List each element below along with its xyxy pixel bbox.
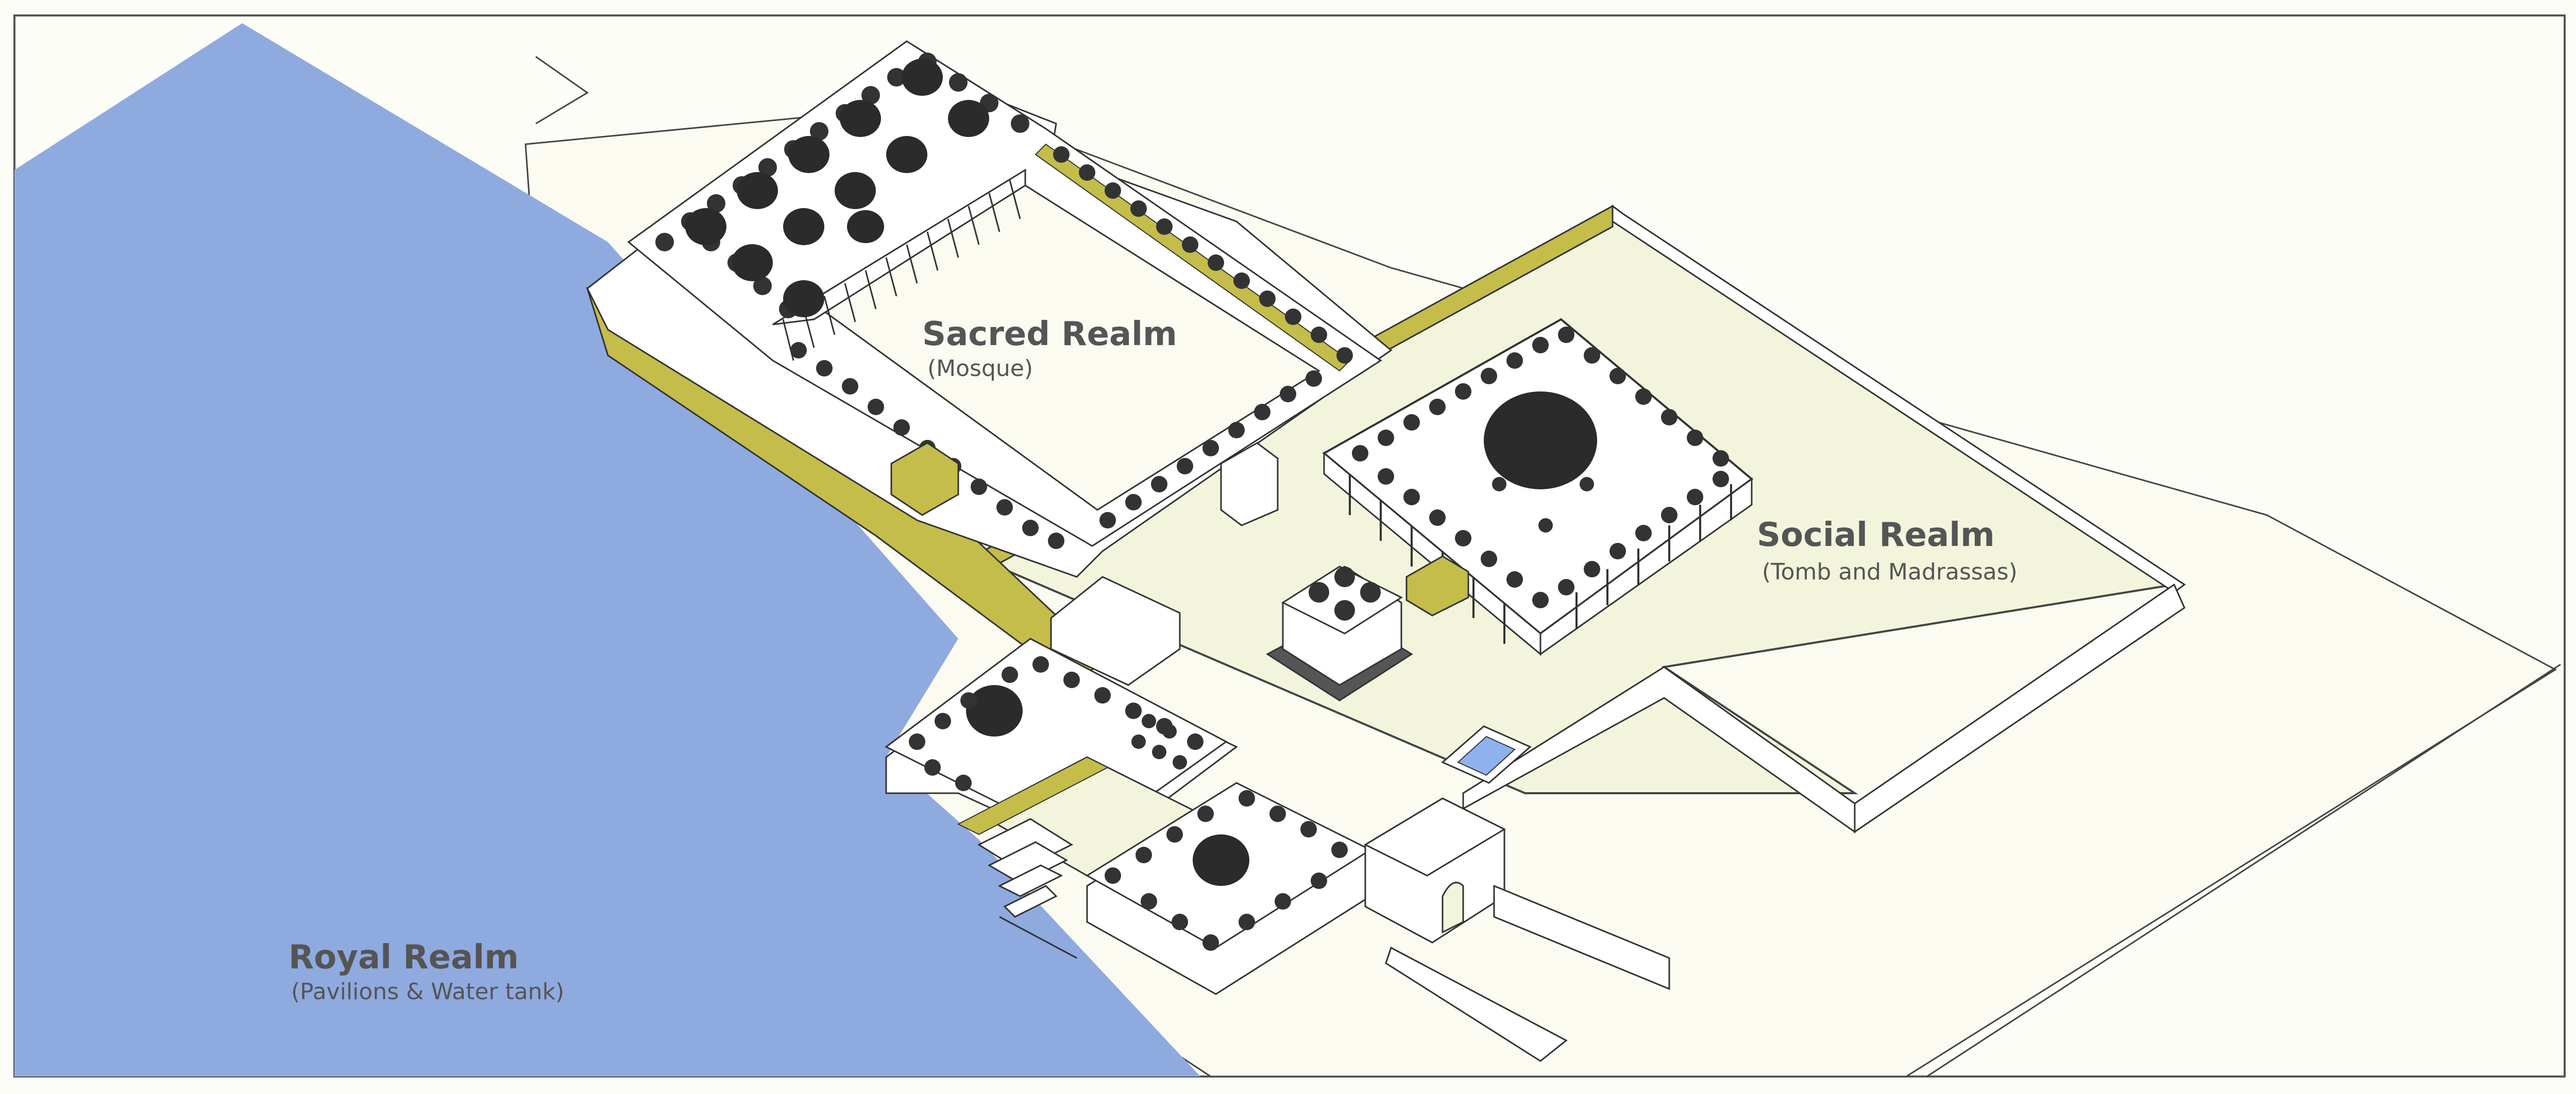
kiosk-roof-trees — [1309, 567, 1381, 621]
mosque-gallery-band-east — [1035, 143, 1351, 372]
royal-pavilion-south-trees — [1105, 790, 1348, 951]
platform-corner-mark — [535, 56, 589, 125]
mosque-complex — [586, 40, 1393, 686]
pool-water — [1457, 736, 1516, 776]
tomb-building — [1322, 318, 1754, 656]
royal-pavilions — [885, 638, 1670, 1062]
sacred-realm-subtitle: (Mosque) — [927, 355, 1033, 382]
royal-pavilion-north-trees — [909, 656, 1204, 791]
social-enclosure-wall-south — [1462, 666, 1856, 833]
tomb-central-dome — [1484, 391, 1597, 489]
royal-realm-title: Royal Realm — [289, 938, 519, 977]
social-realm-title: Social Realm — [1757, 516, 1995, 554]
royal-gatehouse-arch — [1442, 881, 1464, 934]
royal-pavilion-north-dome — [966, 685, 1023, 737]
tomb-colonnade — [1349, 474, 1732, 644]
label-social-realm: Social Realm (Tomb and Madrassas) — [1757, 516, 2018, 585]
tomb-roof-trees — [1352, 327, 1729, 608]
social-realm-subtitle: (Tomb and Madrassas) — [1762, 559, 2018, 585]
sacred-realm-title: Sacred Realm — [922, 315, 1177, 353]
royal-pavilion-south-dome — [1193, 834, 1249, 886]
mosque-colonnade-west — [772, 168, 1026, 361]
water-pool — [1441, 725, 1532, 784]
label-royal-realm: Royal Realm (Pavilions & Water tank) — [289, 938, 564, 1005]
platform-edge-line — [1926, 663, 2561, 1078]
tomb-east-facade — [1539, 477, 1753, 656]
mosque-side-pavilion — [1220, 442, 1279, 526]
tomb-entrance-porch — [1405, 555, 1469, 617]
royal-water-tank-wall — [957, 756, 1109, 835]
royal-ramp — [1385, 946, 1568, 1062]
mosque-gate-pavilion — [890, 442, 959, 516]
royal-gatehouse-roof — [1363, 797, 1506, 877]
river-water — [14, 23, 1200, 1076]
royal-realm-subtitle: (Pavilions & Water tank) — [291, 979, 564, 1005]
label-sacred-realm: Sacred Realm (Mosque) — [922, 315, 1177, 382]
kiosk-pavilion — [1266, 566, 1413, 702]
mosque-domes — [685, 59, 989, 317]
royal-water-tank-steps — [977, 818, 1077, 959]
royal-causeway — [1493, 884, 1670, 990]
